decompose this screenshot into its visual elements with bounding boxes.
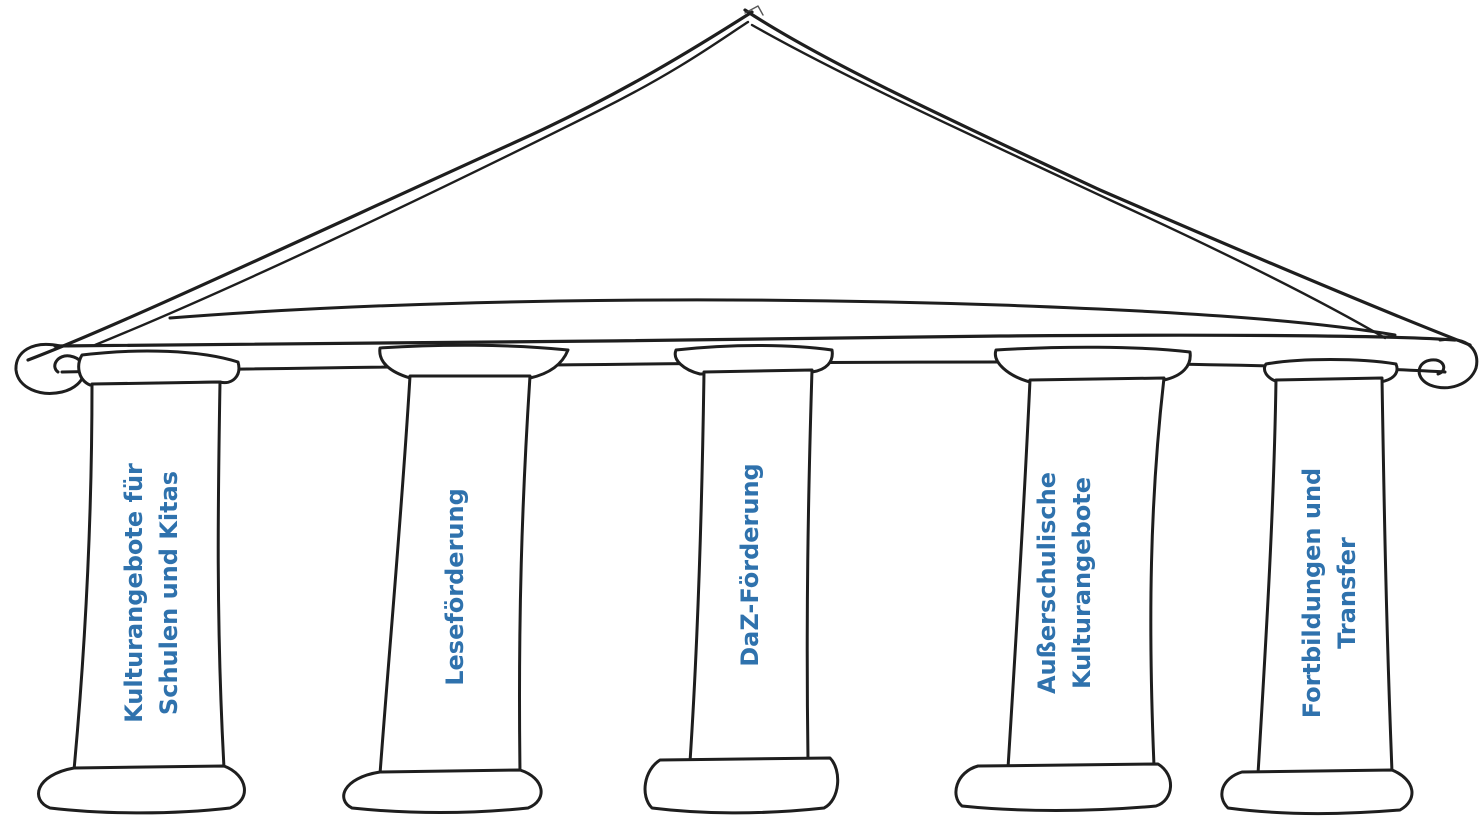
pillar-3 [643,344,840,815]
pillar-label-lesefoerderung: Leseförderung [430,442,480,732]
pillar-label-kultur-schulen: Kulturangebote für Schulen und Kitas [109,433,195,753]
pillar-label-line: Transfer [1333,537,1361,649]
temple-roof [14,5,1479,395]
pillar-label-line: Kulturangebote [1068,476,1096,690]
pillar-label-line: DaZ-Förderung [735,463,764,667]
pillar-label-fortbildungen: Fortbildungen und Transfer [1287,438,1373,748]
pillar-label-line: Fortbildungen und [1298,467,1327,719]
pillar-label-line: Schulen und Kitas [155,470,183,716]
pillar-label-daz-foerderung: DaZ-Förderung [725,420,775,710]
pillar-2 [342,343,570,814]
pillar-label-line: Kulturangebote für [120,463,149,723]
pillar-1 [37,349,246,815]
pillar-label-ausserschulisch: Außerschulische Kulturangebote [1022,438,1108,728]
pillar-label-line: Leseförderung [440,488,469,686]
pillar-label-line: Außerschulische [1033,471,1062,695]
pillar-5 [1220,358,1414,816]
pillar-4 [954,345,1192,812]
